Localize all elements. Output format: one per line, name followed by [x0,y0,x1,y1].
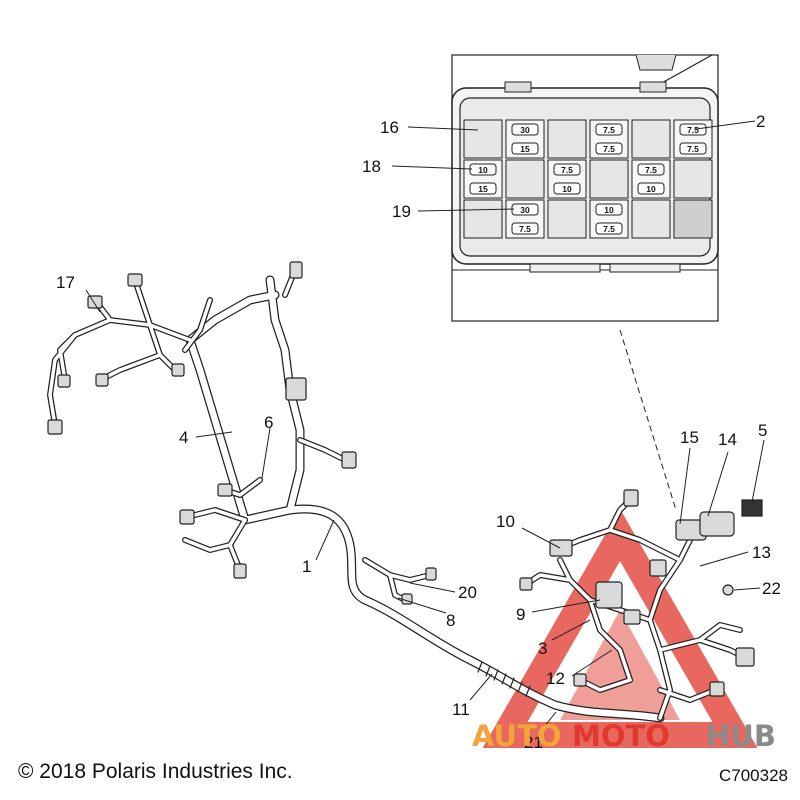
fuse-rating: 10 [478,165,488,175]
callout-9: 9 [516,605,525,624]
callout-16: 16 [380,118,399,137]
callout-1: 1 [302,557,311,576]
fuse-rating: 15 [478,184,488,194]
callout-2: 2 [756,112,765,131]
callout-4: 4 [179,428,188,447]
fuse-ratings: 30 15 7.5 7.5 7.5 7.5 10 15 7.5 10 7.5 1… [478,125,699,234]
fuse-rating: 7.5 [519,224,531,234]
callout-13: 13 [752,543,771,562]
detail-dashed-leader [619,329,677,511]
fuse-rating: 7.5 [687,125,699,135]
callout-12: 12 [546,669,565,688]
fuse-rating: 30 [520,125,530,135]
callout-8: 8 [446,611,455,630]
automotohub-watermark [482,508,758,748]
callout-3: 3 [538,639,547,658]
callout-11: 11 [452,700,470,719]
callout-21: 21 [524,733,543,752]
fuse-rating: 7.5 [603,125,615,135]
svg-text:HUB: HUB [706,719,776,753]
callout-10: 10 [496,512,515,531]
fuse-rating: 30 [520,205,530,215]
fuse-rating: 7.5 [561,165,573,175]
automotohub-logo-text: AUTO MOTO HUB [472,719,776,753]
fuse-rating: 7.5 [645,165,657,175]
fuse-rating: 10 [646,184,656,194]
callout-5: 5 [758,421,767,440]
callout-22: 22 [762,579,781,598]
fuse-rating: 7.5 [687,144,699,154]
fuse-rating: 10 [604,205,614,215]
fuse-rating: 7.5 [603,224,615,234]
copyright-text: © 2018 Polaris Industries Inc. [18,760,293,783]
callout-14: 14 [718,430,737,449]
callout-15: 15 [680,428,699,447]
fuse-rating: 7.5 [603,144,615,154]
fuse-rating: 15 [520,144,530,154]
harness-connectors [47,261,763,697]
callout-18: 18 [362,157,381,176]
svg-text:AUTO: AUTO [472,719,562,753]
svg-text:MOTO: MOTO [572,719,670,753]
callout-leaders [85,289,765,733]
part-code: C700328 [718,766,788,785]
wire-harness [47,267,753,723]
callout-20: 20 [458,583,477,602]
callout-6: 6 [264,413,273,432]
callout-19: 19 [392,202,411,221]
callout-17: 17 [56,273,75,292]
fuse-box-inset: 30 15 7.5 7.5 7.5 7.5 10 15 7.5 10 7.5 1… [391,54,756,322]
callout-numbers: 16 18 19 2 17 4 6 1 20 8 10 9 3 12 11 21… [56,112,781,752]
fuse-rating: 10 [562,184,572,194]
fuse-blades [469,123,707,235]
